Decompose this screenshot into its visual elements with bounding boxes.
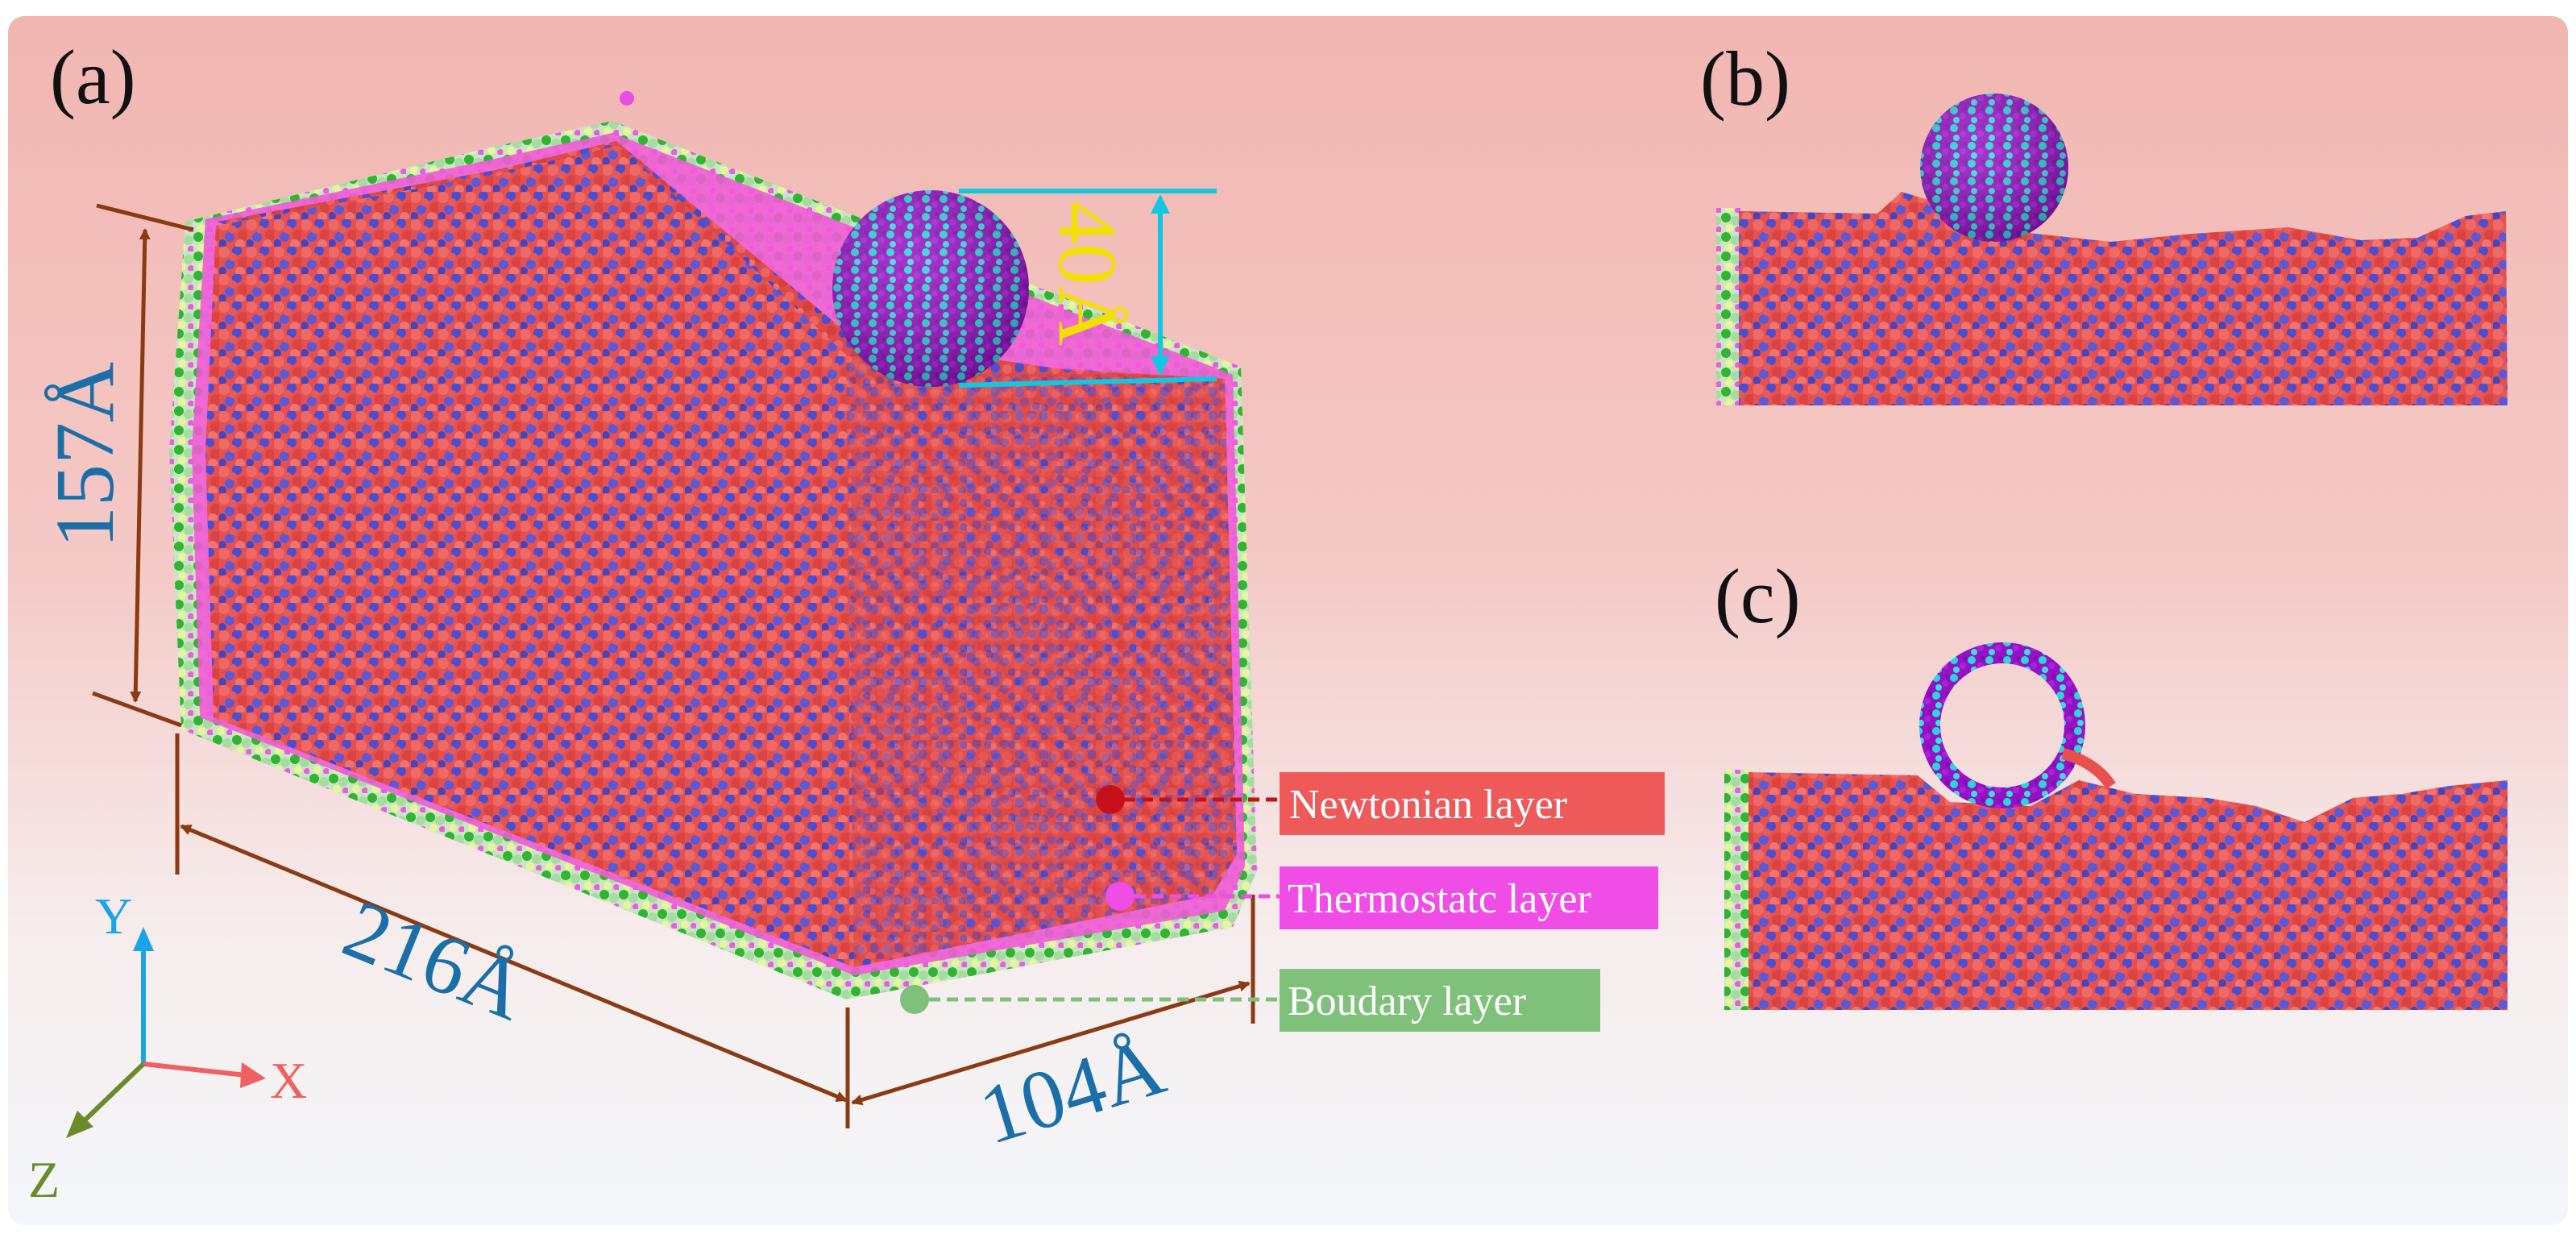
slab-right-face [846, 355, 1237, 967]
panel-b-sphere-shade [1920, 93, 2068, 242]
height-dimension-arrow [130, 228, 151, 703]
axis-y-label: Y [95, 887, 132, 945]
thermostat-layer-label: Thermostatc layer [1288, 876, 1591, 922]
boundary-layer-box [1280, 969, 1600, 1032]
thermostat-layer-box [1280, 866, 1658, 929]
axis-x-arrow [143, 1062, 247, 1078]
panel-c-hollow-sphere [1919, 642, 2085, 808]
axis-x-label: X [270, 1052, 307, 1109]
height-dimension-ext-bottom [92, 691, 182, 728]
stray-atom [620, 91, 634, 106]
sphere-dimension-ext-bottom [958, 376, 1217, 388]
newtonian-layer-marker [1096, 785, 1125, 814]
panel-c: (c) [1715, 553, 2508, 1010]
panel-a-label: (a) [50, 34, 136, 120]
axis-x-arrowhead [240, 1062, 266, 1088]
panel-b: (b) [1700, 35, 2508, 405]
abrasive-sphere-shade [832, 190, 1029, 387]
axis-z-arrow [82, 1062, 146, 1123]
boundary-layer-marker [900, 985, 929, 1014]
axis-y-arrowhead [133, 927, 154, 951]
panel-c-substrate [1748, 772, 2508, 1010]
width-dimension-arrow [851, 980, 1251, 1106]
panel-c-debris-tail [2061, 748, 2116, 790]
thermostat-layer-marker [1105, 882, 1135, 911]
panel-c-boundary-strip [1724, 770, 1750, 1010]
height-dimension-label: 157Å [39, 362, 131, 548]
panel-a: 157Å 216Å 104Å 40Å Newtonian layer Therm… [28, 34, 1665, 1208]
axis-z-arrowhead [66, 1111, 93, 1138]
panel-c-label: (c) [1715, 553, 1801, 639]
height-dimension-ext-top [96, 203, 194, 232]
panel-b-substrate [1739, 192, 2508, 405]
panel-b-label: (b) [1700, 35, 1790, 122]
newtonian-layer-label: Newtonian layer [1289, 782, 1567, 828]
axis-z-label: Z [28, 1151, 60, 1208]
boundary-layer-label: Boudary layer [1288, 978, 1526, 1024]
panel-b-boundary-strip [1716, 208, 1740, 405]
length-dimension-arrow [180, 824, 848, 1103]
sphere-dimension-label: 40Å [1041, 202, 1134, 346]
newtonian-layer-box [1280, 772, 1665, 835]
